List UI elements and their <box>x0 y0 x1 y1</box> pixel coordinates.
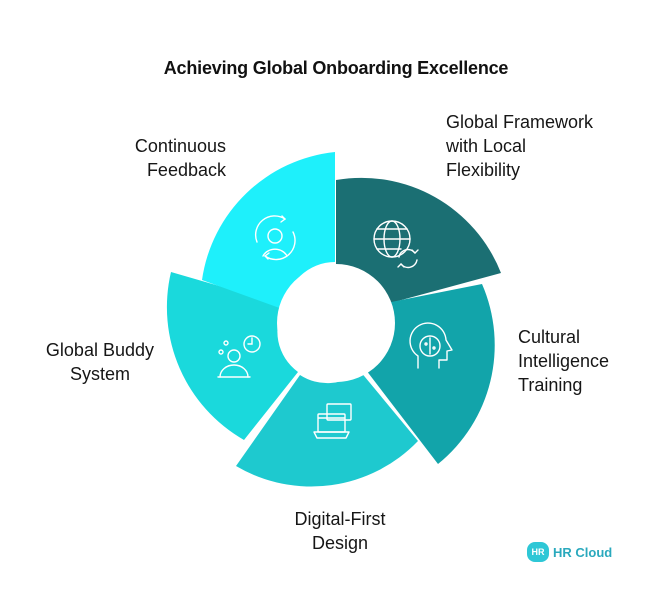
logo-text: HR Cloud <box>553 544 613 560</box>
hr-cloud-logo: HR HR Cloud <box>527 541 612 563</box>
label-line: Continuous <box>134 136 226 156</box>
segment-cultural-intelligence <box>366 284 495 464</box>
segment-global-buddy <box>166 272 298 440</box>
center-hole <box>277 264 395 382</box>
segment-continuous-feedback <box>202 152 335 310</box>
page-title: Achieving Global Onboarding Excellence <box>163 58 509 78</box>
head-mind-icon <box>409 322 453 369</box>
label-line: Intelligence <box>518 351 610 371</box>
label-digital-first: Digital-First Design <box>240 507 440 555</box>
buddy-people-icon <box>217 335 261 378</box>
label-cultural-intelligence: Cultural Intelligence Training <box>518 325 609 397</box>
label-global-framework: Global Framework with Local Flexibility <box>446 110 593 182</box>
label-continuous-feedback: Continuous Feedback <box>135 134 226 182</box>
feedback-cycle-icon <box>254 215 296 261</box>
label-line: System <box>69 364 130 384</box>
label-line: Design <box>311 533 369 553</box>
label-line: Flexibility <box>446 160 521 180</box>
label-line: with Local <box>446 136 527 156</box>
cloud-icon: HR <box>527 542 549 562</box>
label-line: Training <box>518 375 583 395</box>
label-line: Global Framework <box>446 112 594 132</box>
globe-sync-icon <box>373 220 419 269</box>
segment-digital-first <box>236 371 418 487</box>
laptop-icon <box>313 403 352 439</box>
label-line: Digital-First <box>294 509 386 529</box>
label-line: Feedback <box>146 160 226 180</box>
label-global-buddy: Global Buddy System <box>46 338 154 386</box>
label-line: Global Buddy <box>45 340 154 360</box>
label-line: Cultural <box>518 327 581 347</box>
segment-global-framework <box>336 177 501 305</box>
